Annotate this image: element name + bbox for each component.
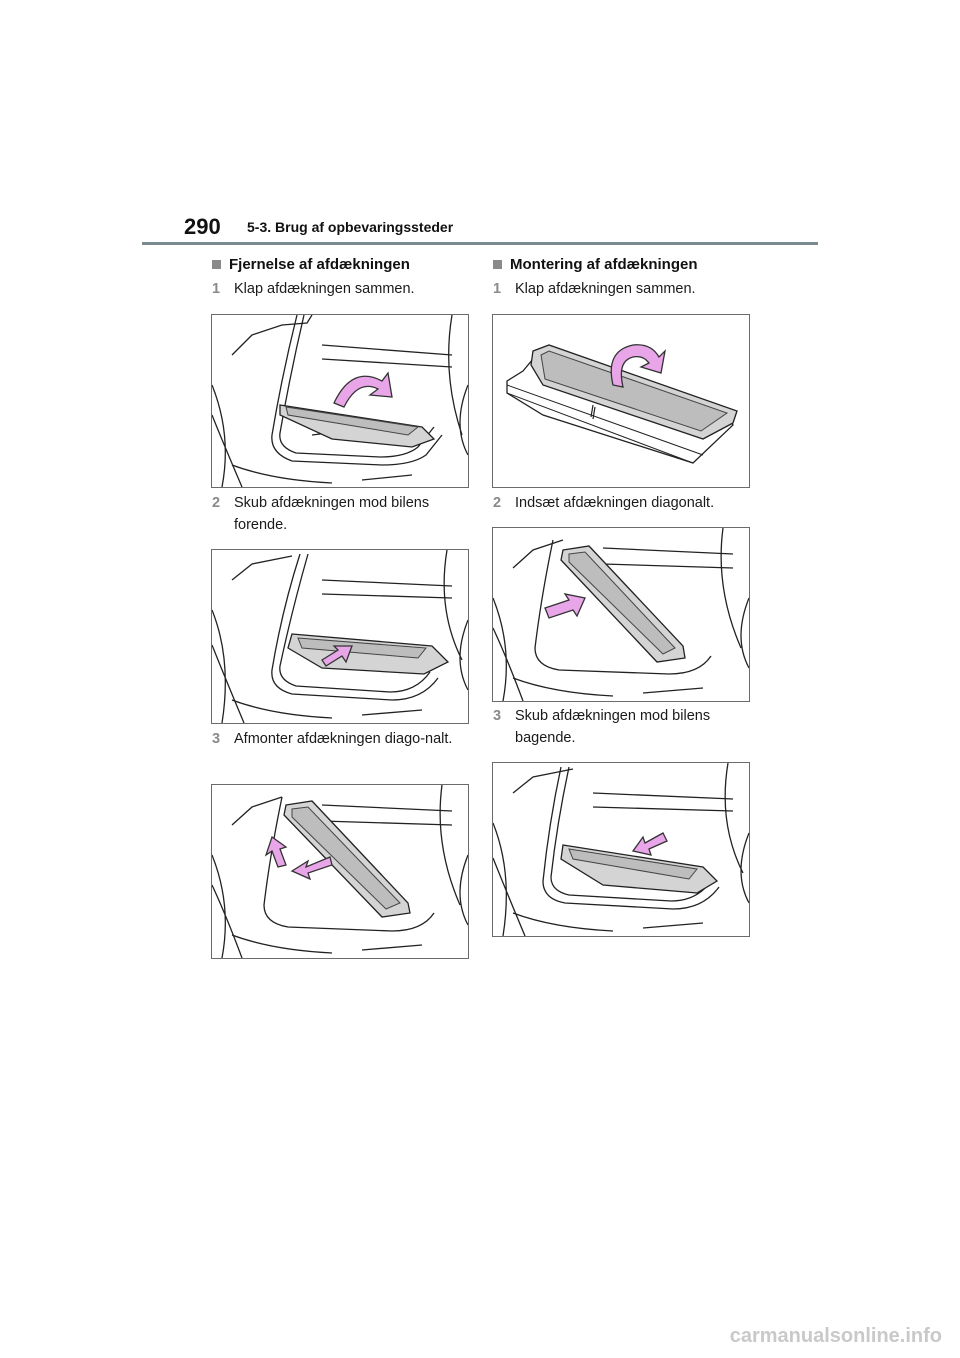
left-step-3: 3 Afmonter afdækningen diago-nalt. [212, 728, 472, 750]
cover-fold-illustration [506, 344, 738, 464]
step-text: Indsæt afdækningen diagonalt. [515, 495, 715, 511]
watermark: carmanualsonline.info [729, 1325, 942, 1347]
figure-push-backward [492, 762, 750, 937]
section-title: 5-3. Brug af opbevaringssteder [247, 219, 454, 235]
trunk-push-back-illustration [493, 763, 749, 936]
figure-fold-cover-right [492, 314, 750, 488]
step-number: 1 [212, 281, 221, 297]
left-step-1: 1 Klap afdækningen sammen. [212, 278, 472, 300]
right-step-2: 2 Indsæt afdækningen diagonalt. [493, 492, 753, 514]
right-step-3: 3 Skub afdækningen mod bilens bagende. [493, 705, 753, 749]
figure-insert-diagonal [492, 527, 750, 702]
figure-fold-cover-left [211, 314, 469, 488]
step-number: 1 [493, 281, 502, 297]
step-text: Klap afdækningen sammen. [234, 281, 415, 297]
left-step-2: 2 Skub afdækningen mod bilens forende. [212, 492, 472, 536]
step-number: 2 [493, 495, 502, 511]
right-heading-text: Montering af afdækningen [510, 256, 698, 273]
left-heading-text: Fjernelse af afdækningen [229, 256, 410, 273]
step-text: Afmonter afdækningen diago-nalt. [234, 731, 453, 747]
step-number: 3 [493, 708, 502, 724]
bullet-square-icon [493, 260, 502, 269]
step-text: Klap afdækningen sammen. [515, 281, 696, 297]
figure-push-forward [211, 549, 469, 724]
step-number: 3 [212, 731, 221, 747]
bullet-square-icon [212, 260, 221, 269]
figure-remove-diagonal [211, 784, 469, 959]
trunk-fold-illustration [212, 315, 468, 487]
step-number: 2 [212, 495, 221, 511]
trunk-insert-illustration [493, 528, 749, 701]
trunk-remove-illustration [212, 785, 468, 958]
step-text: Skub afdækningen mod bilens bagende. [515, 708, 711, 746]
trunk-push-illustration [212, 550, 468, 723]
page-number: 290 [184, 214, 221, 239]
right-step-1: 1 Klap afdækningen sammen. [493, 278, 753, 300]
header-divider [142, 242, 818, 245]
right-heading: Montering af afdækningen [493, 256, 698, 273]
step-text: Skub afdækningen mod bilens forende. [234, 495, 430, 533]
left-heading: Fjernelse af afdækningen [212, 256, 410, 273]
